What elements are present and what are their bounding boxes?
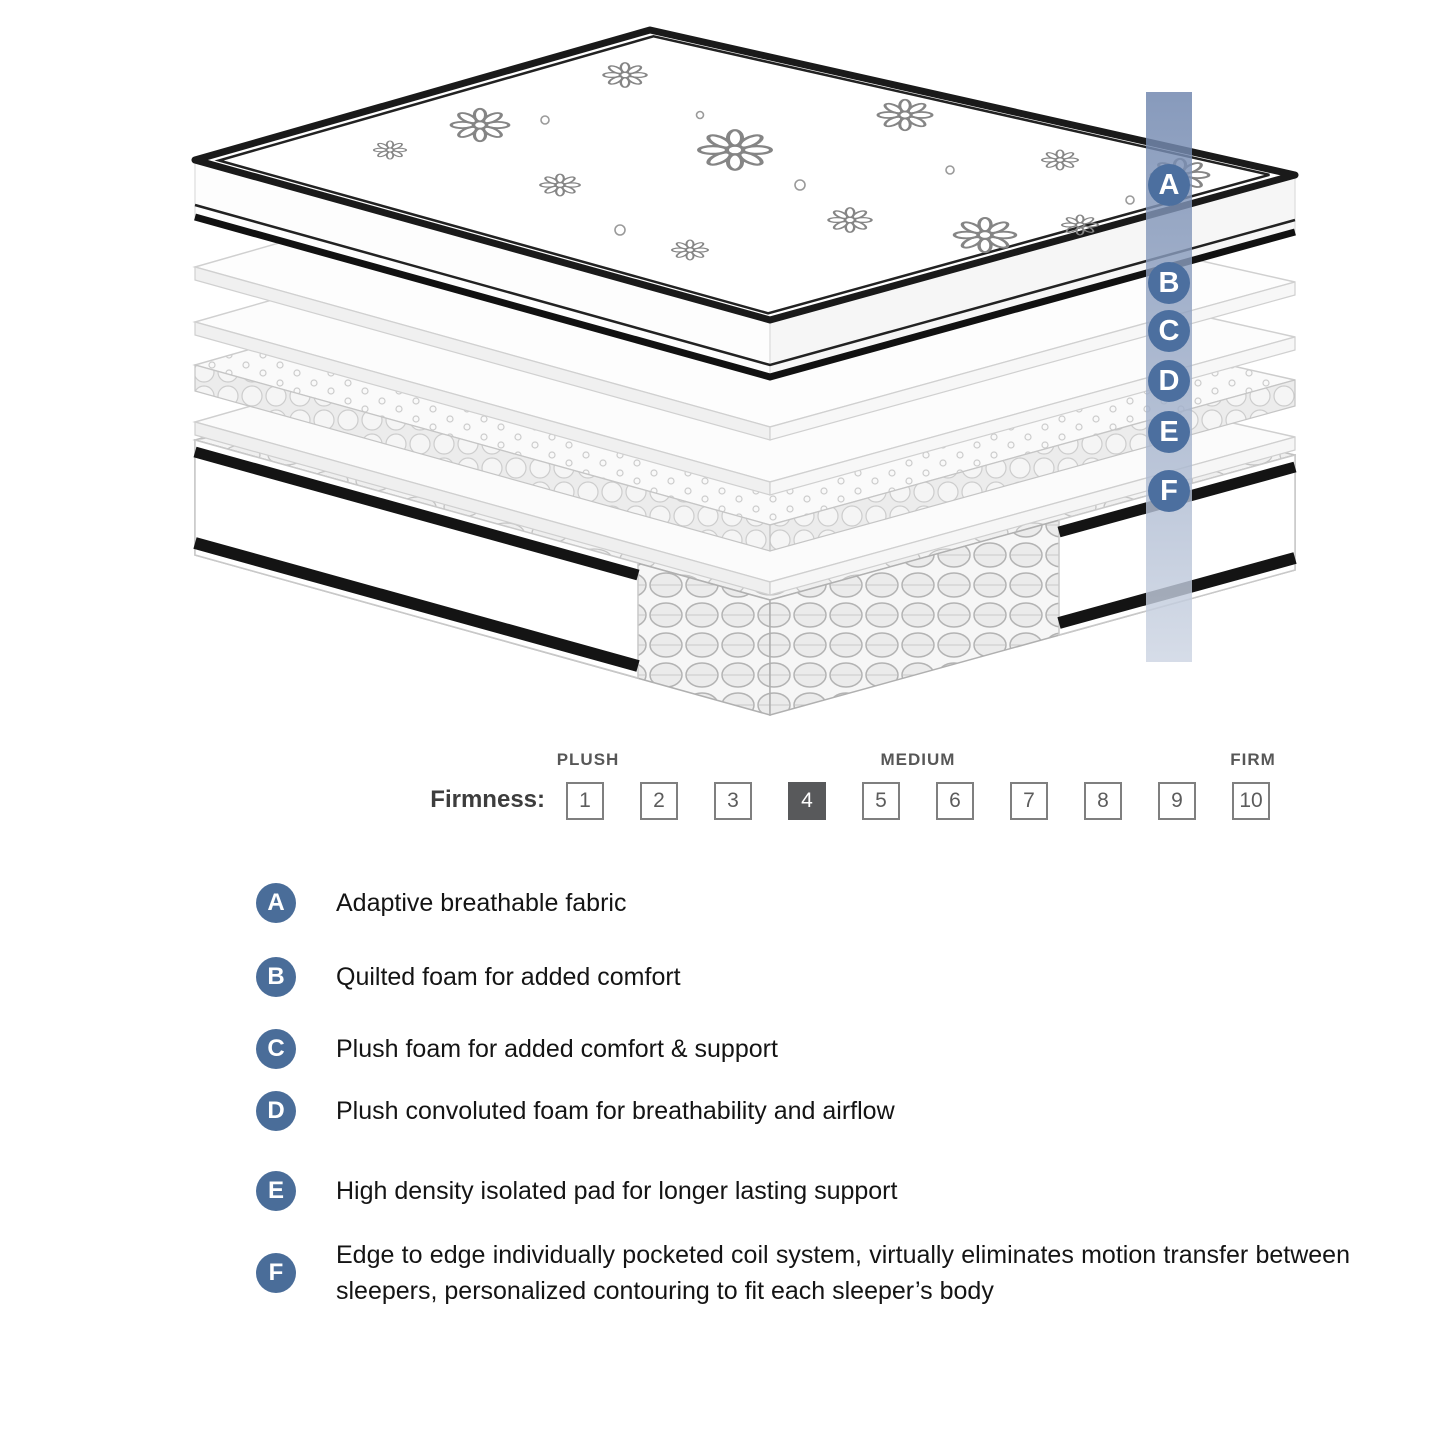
firmness-box-9: 9 <box>1158 782 1196 820</box>
layer-marker-f-label: F <box>1160 475 1178 507</box>
firmness-boxes: 1 2 3 4 5 6 7 8 9 10 <box>566 782 1270 820</box>
legend-item-f: F Edge to edge individually pocketed coi… <box>256 1237 1350 1309</box>
mattress-illustration: A B C D E F <box>191 26 1299 716</box>
legend-badge-a: A <box>256 883 296 923</box>
scale-word-medium: MEDIUM <box>880 750 956 769</box>
legend-badge-d: D <box>256 1091 296 1131</box>
legend-text-e: High density isolated pad for longer las… <box>336 1177 898 1205</box>
firmness-box-2: 2 <box>640 782 678 820</box>
firmness-box-3: 3 <box>714 782 752 820</box>
layer-markers: A B C D E F <box>1148 164 1190 512</box>
legend-item-d: D Plush convoluted foam for breathabilit… <box>256 1091 895 1131</box>
mattress-layer-top-fabric <box>191 26 1299 381</box>
fabric-pattern <box>372 61 1211 261</box>
firmness-box-4-selected: 4 <box>788 782 826 820</box>
firmness-box-1: 1 <box>566 782 604 820</box>
layer-marker-c: C <box>1148 310 1190 352</box>
layer-marker-d-label: D <box>1159 365 1180 397</box>
layer-marker-b: B <box>1148 262 1190 304</box>
scale-word-firm: FIRM <box>1230 750 1276 769</box>
scale-word-plush: PLUSH <box>556 750 620 769</box>
layer-marker-c-label: C <box>1159 315 1180 347</box>
firmness-box-10: 10 <box>1232 782 1270 820</box>
legend-text-d: Plush convoluted foam for breathability … <box>336 1097 895 1125</box>
legend-text-a: Adaptive breathable fabric <box>336 889 627 917</box>
legend-badge-b: B <box>256 957 296 997</box>
legend-badge-c: C <box>256 1029 296 1069</box>
firmness-box-6: 6 <box>936 782 974 820</box>
legend-badge-e: E <box>256 1171 296 1211</box>
layer-marker-b-label: B <box>1159 267 1180 299</box>
firmness-box-8: 8 <box>1084 782 1122 820</box>
firmness-box-7: 7 <box>1010 782 1048 820</box>
firmness-label: Firmness: <box>430 786 545 813</box>
layer-marker-a: A <box>1148 164 1190 206</box>
layer-marker-d: D <box>1148 360 1190 402</box>
layer-marker-f: F <box>1148 470 1190 512</box>
legend-item-a: A Adaptive breathable fabric <box>256 883 626 923</box>
layer-marker-e: E <box>1148 411 1190 453</box>
legend-item-b: B Quilted foam for added comfort <box>256 957 681 997</box>
legend-text-b: Quilted foam for added comfort <box>336 963 681 991</box>
legend-badge-f: F <box>256 1253 296 1293</box>
legend-text-c: Plush foam for added comfort & support <box>336 1035 778 1063</box>
layer-marker-a-label: A <box>1159 169 1180 201</box>
layer-marker-e-label: E <box>1159 416 1178 448</box>
firmness-box-5: 5 <box>862 782 900 820</box>
legend-item-c: C Plush foam for added comfort & support <box>256 1029 778 1069</box>
legend-item-e: E High density isolated pad for longer l… <box>256 1171 897 1211</box>
legend-text-f: Edge to edge individually pocketed coil … <box>336 1241 1350 1305</box>
